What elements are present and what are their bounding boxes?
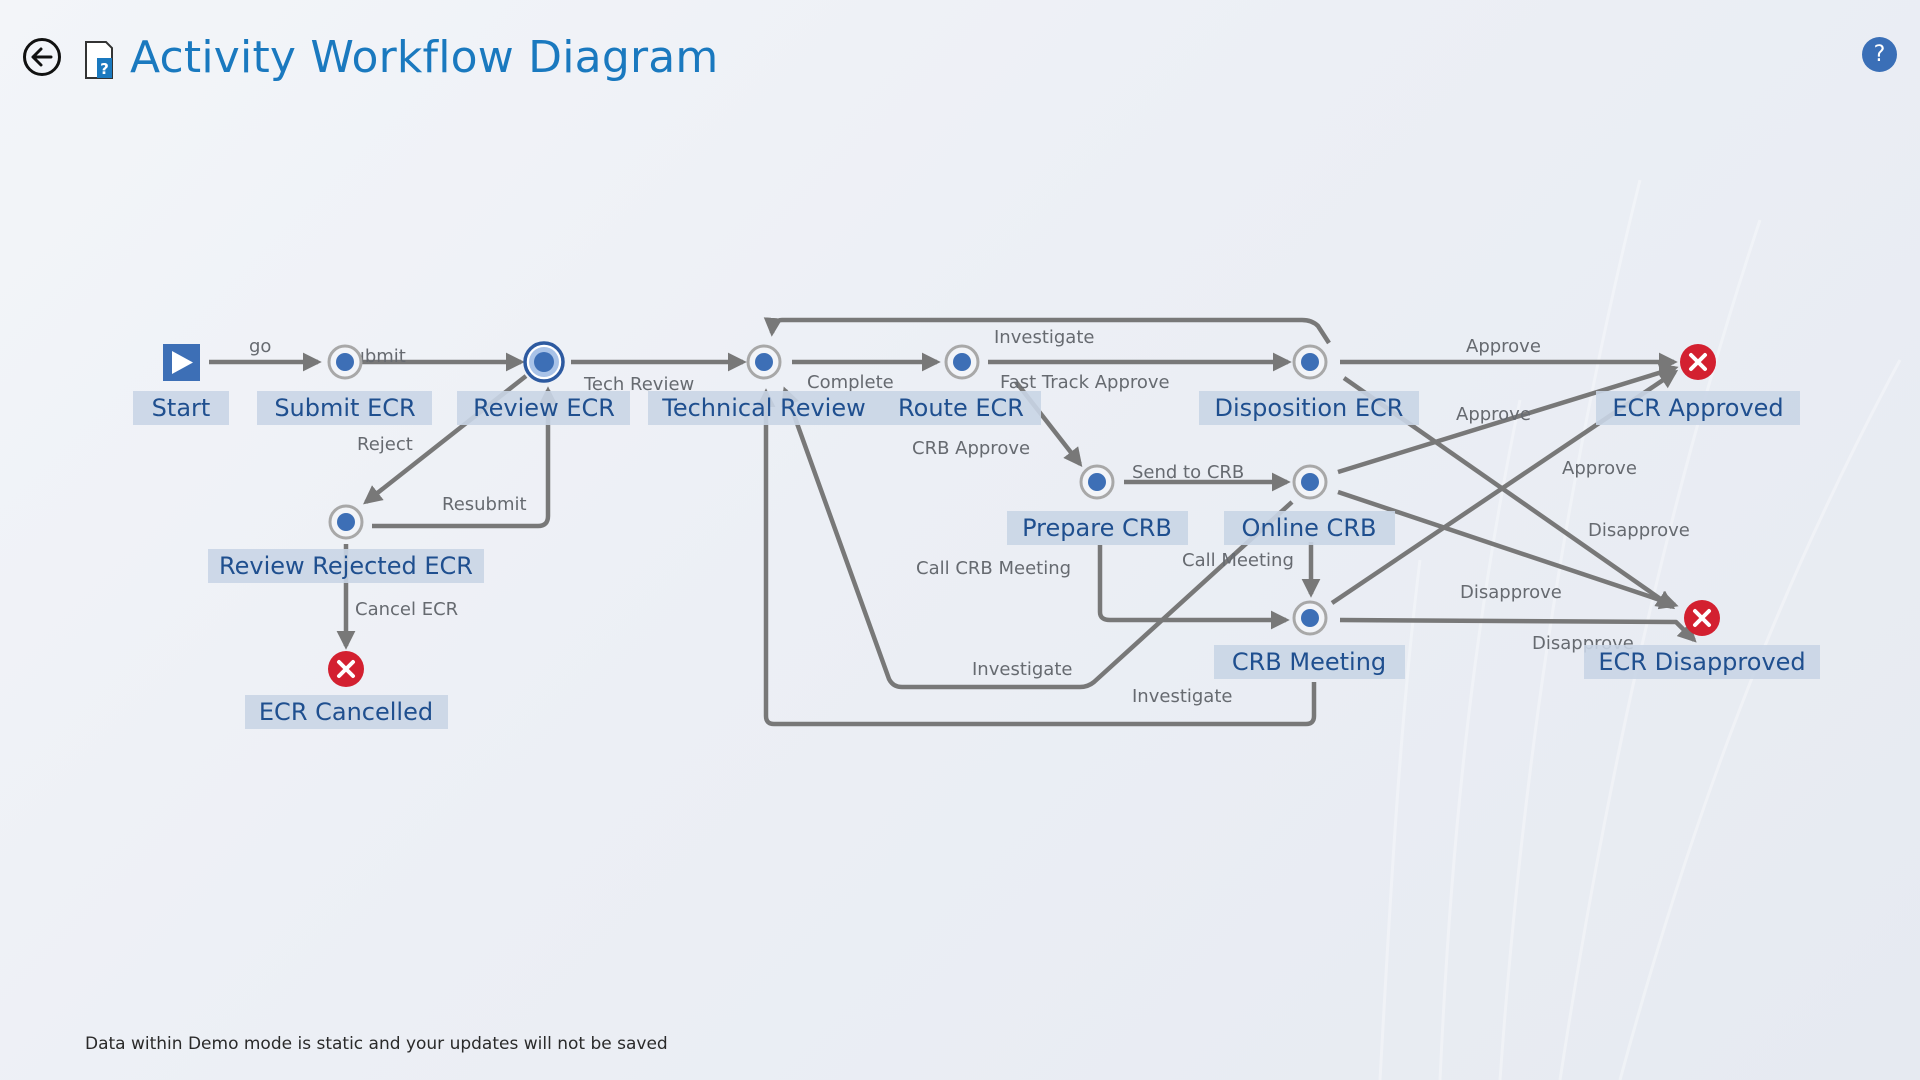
label-route-ecr-text: Route ECR — [898, 394, 1024, 422]
label-review-ecr-text: Review ECR — [473, 394, 615, 422]
node-prepare-crb[interactable] — [1079, 464, 1115, 500]
edge-label-tech-review: Tech Review — [583, 374, 694, 395]
label-submit-ecr-text: Submit ECR — [274, 394, 415, 422]
node-disposition-ecr[interactable] — [1292, 344, 1328, 380]
back-button[interactable] — [23, 38, 61, 76]
label-prepare-crb-text: Prepare CRB — [1022, 514, 1172, 542]
edge-disapprove-meeting[interactable] — [1339, 617, 1697, 643]
edge-label-crb-approve: CRB Approve — [912, 438, 1030, 459]
label-review-ecr[interactable]: Review ECR — [457, 391, 630, 425]
edge-label-fast-track-approve: Fast Track Approve — [1000, 372, 1170, 393]
node-online-crb[interactable] — [1292, 464, 1328, 500]
demo-mode-notice: Data within Demo mode is static and your… — [85, 1034, 668, 1054]
edge-label-cancel-ecr: Cancel ECR — [355, 599, 458, 620]
label-review-rejected-ecr-text: Review Rejected ECR — [219, 552, 473, 580]
node-submit-ecr[interactable] — [327, 344, 363, 380]
edges — [209, 317, 1697, 727]
node-review-ecr[interactable] — [523, 341, 565, 383]
nodes — [163, 341, 1720, 687]
header: ? Activity Workflow Diagram ? — [0, 0, 1920, 120]
edge-label-investigate-top: Investigate — [994, 327, 1094, 348]
edge-label-go: go — [249, 336, 271, 357]
label-ecr-cancelled[interactable]: ECR Cancelled — [245, 695, 448, 729]
edge-label-approve-2: Approve — [1456, 404, 1531, 425]
back-arrow-icon — [31, 47, 53, 67]
edge-label-investigate-bottom: Investigate — [1132, 686, 1232, 707]
label-online-crb-text: Online CRB — [1242, 514, 1377, 542]
close-icon — [1689, 353, 1707, 371]
edge-label-complete: Complete — [807, 372, 894, 393]
help-button[interactable]: ? — [1862, 37, 1897, 72]
node-crb-meeting[interactable] — [1292, 600, 1328, 636]
edge-approve-online[interactable] — [1337, 363, 1679, 475]
edge-label-resubmit: Resubmit — [442, 494, 527, 515]
edge-label-approve-3: Approve — [1562, 458, 1637, 479]
document-help-icon: ? — [85, 41, 113, 79]
svg-text:?: ? — [100, 60, 109, 78]
label-ecr-disapproved-text: ECR Disapproved — [1598, 648, 1805, 676]
node-ecr-disapproved[interactable] — [1684, 600, 1720, 636]
node-route-ecr[interactable] — [944, 344, 980, 380]
edge-investigate-mid[interactable] — [781, 386, 1294, 690]
edge-labels: go Submit Tech Review Complete Investiga… — [249, 327, 1690, 707]
edge-call-crb-meeting[interactable] — [1097, 545, 1290, 630]
node-ecr-cancelled[interactable] — [328, 651, 364, 687]
edge-disapprove-online[interactable] — [1337, 489, 1679, 610]
label-ecr-approved-text: ECR Approved — [1612, 394, 1783, 422]
close-icon — [1693, 609, 1711, 627]
label-start[interactable]: Start — [133, 391, 229, 425]
label-crb-meeting-text: CRB Meeting — [1232, 648, 1386, 676]
label-ecr-cancelled-text: ECR Cancelled — [259, 698, 433, 726]
page-title: Activity Workflow Diagram — [130, 32, 719, 83]
edge-label-investigate-mid: Investigate — [972, 659, 1072, 680]
label-prepare-crb[interactable]: Prepare CRB — [1007, 511, 1188, 545]
edge-label-send-to-crb: Send to CRB — [1132, 462, 1244, 483]
label-review-rejected-ecr[interactable]: Review Rejected ECR — [208, 549, 484, 583]
label-submit-ecr[interactable]: Submit ECR — [257, 391, 432, 425]
edge-investigate-top[interactable] — [763, 317, 1331, 345]
node-ecr-approved[interactable] — [1680, 344, 1716, 380]
label-technical-review[interactable]: Technical Review — [648, 391, 880, 425]
label-ecr-approved[interactable]: ECR Approved — [1596, 391, 1800, 425]
label-crb-meeting[interactable]: CRB Meeting — [1214, 645, 1405, 679]
label-start-text: Start — [152, 394, 211, 422]
node-technical-review[interactable] — [746, 344, 782, 380]
edge-label-disapprove-1: Disapprove — [1588, 520, 1690, 541]
play-icon — [172, 351, 193, 374]
node-review-rejected-ecr[interactable] — [328, 504, 364, 540]
node-labels: Start Submit ECR Review ECR Technical Re… — [133, 391, 1820, 729]
close-icon — [337, 660, 355, 678]
label-online-crb[interactable]: Online CRB — [1224, 511, 1395, 545]
edge-label-approve-1: Approve — [1466, 336, 1541, 357]
edge-investigate-bottom[interactable] — [756, 388, 1317, 727]
label-ecr-disapproved[interactable]: ECR Disapproved — [1584, 645, 1820, 679]
edge-label-call-crb-meeting: Call CRB Meeting — [916, 558, 1071, 579]
help-icon: ? — [1873, 42, 1886, 67]
label-technical-review-text: Technical Review — [661, 394, 865, 422]
edge-label-disapprove-2: Disapprove — [1460, 582, 1562, 603]
edge-label-call-meeting: Call Meeting — [1182, 550, 1294, 571]
edge-resubmit[interactable] — [372, 386, 558, 529]
label-disposition-ecr-text: Disposition ECR — [1215, 394, 1404, 422]
label-disposition-ecr[interactable]: Disposition ECR — [1199, 391, 1419, 425]
label-route-ecr[interactable]: Route ECR — [880, 391, 1041, 425]
node-start[interactable] — [163, 344, 200, 381]
edge-label-reject: Reject — [357, 434, 413, 455]
